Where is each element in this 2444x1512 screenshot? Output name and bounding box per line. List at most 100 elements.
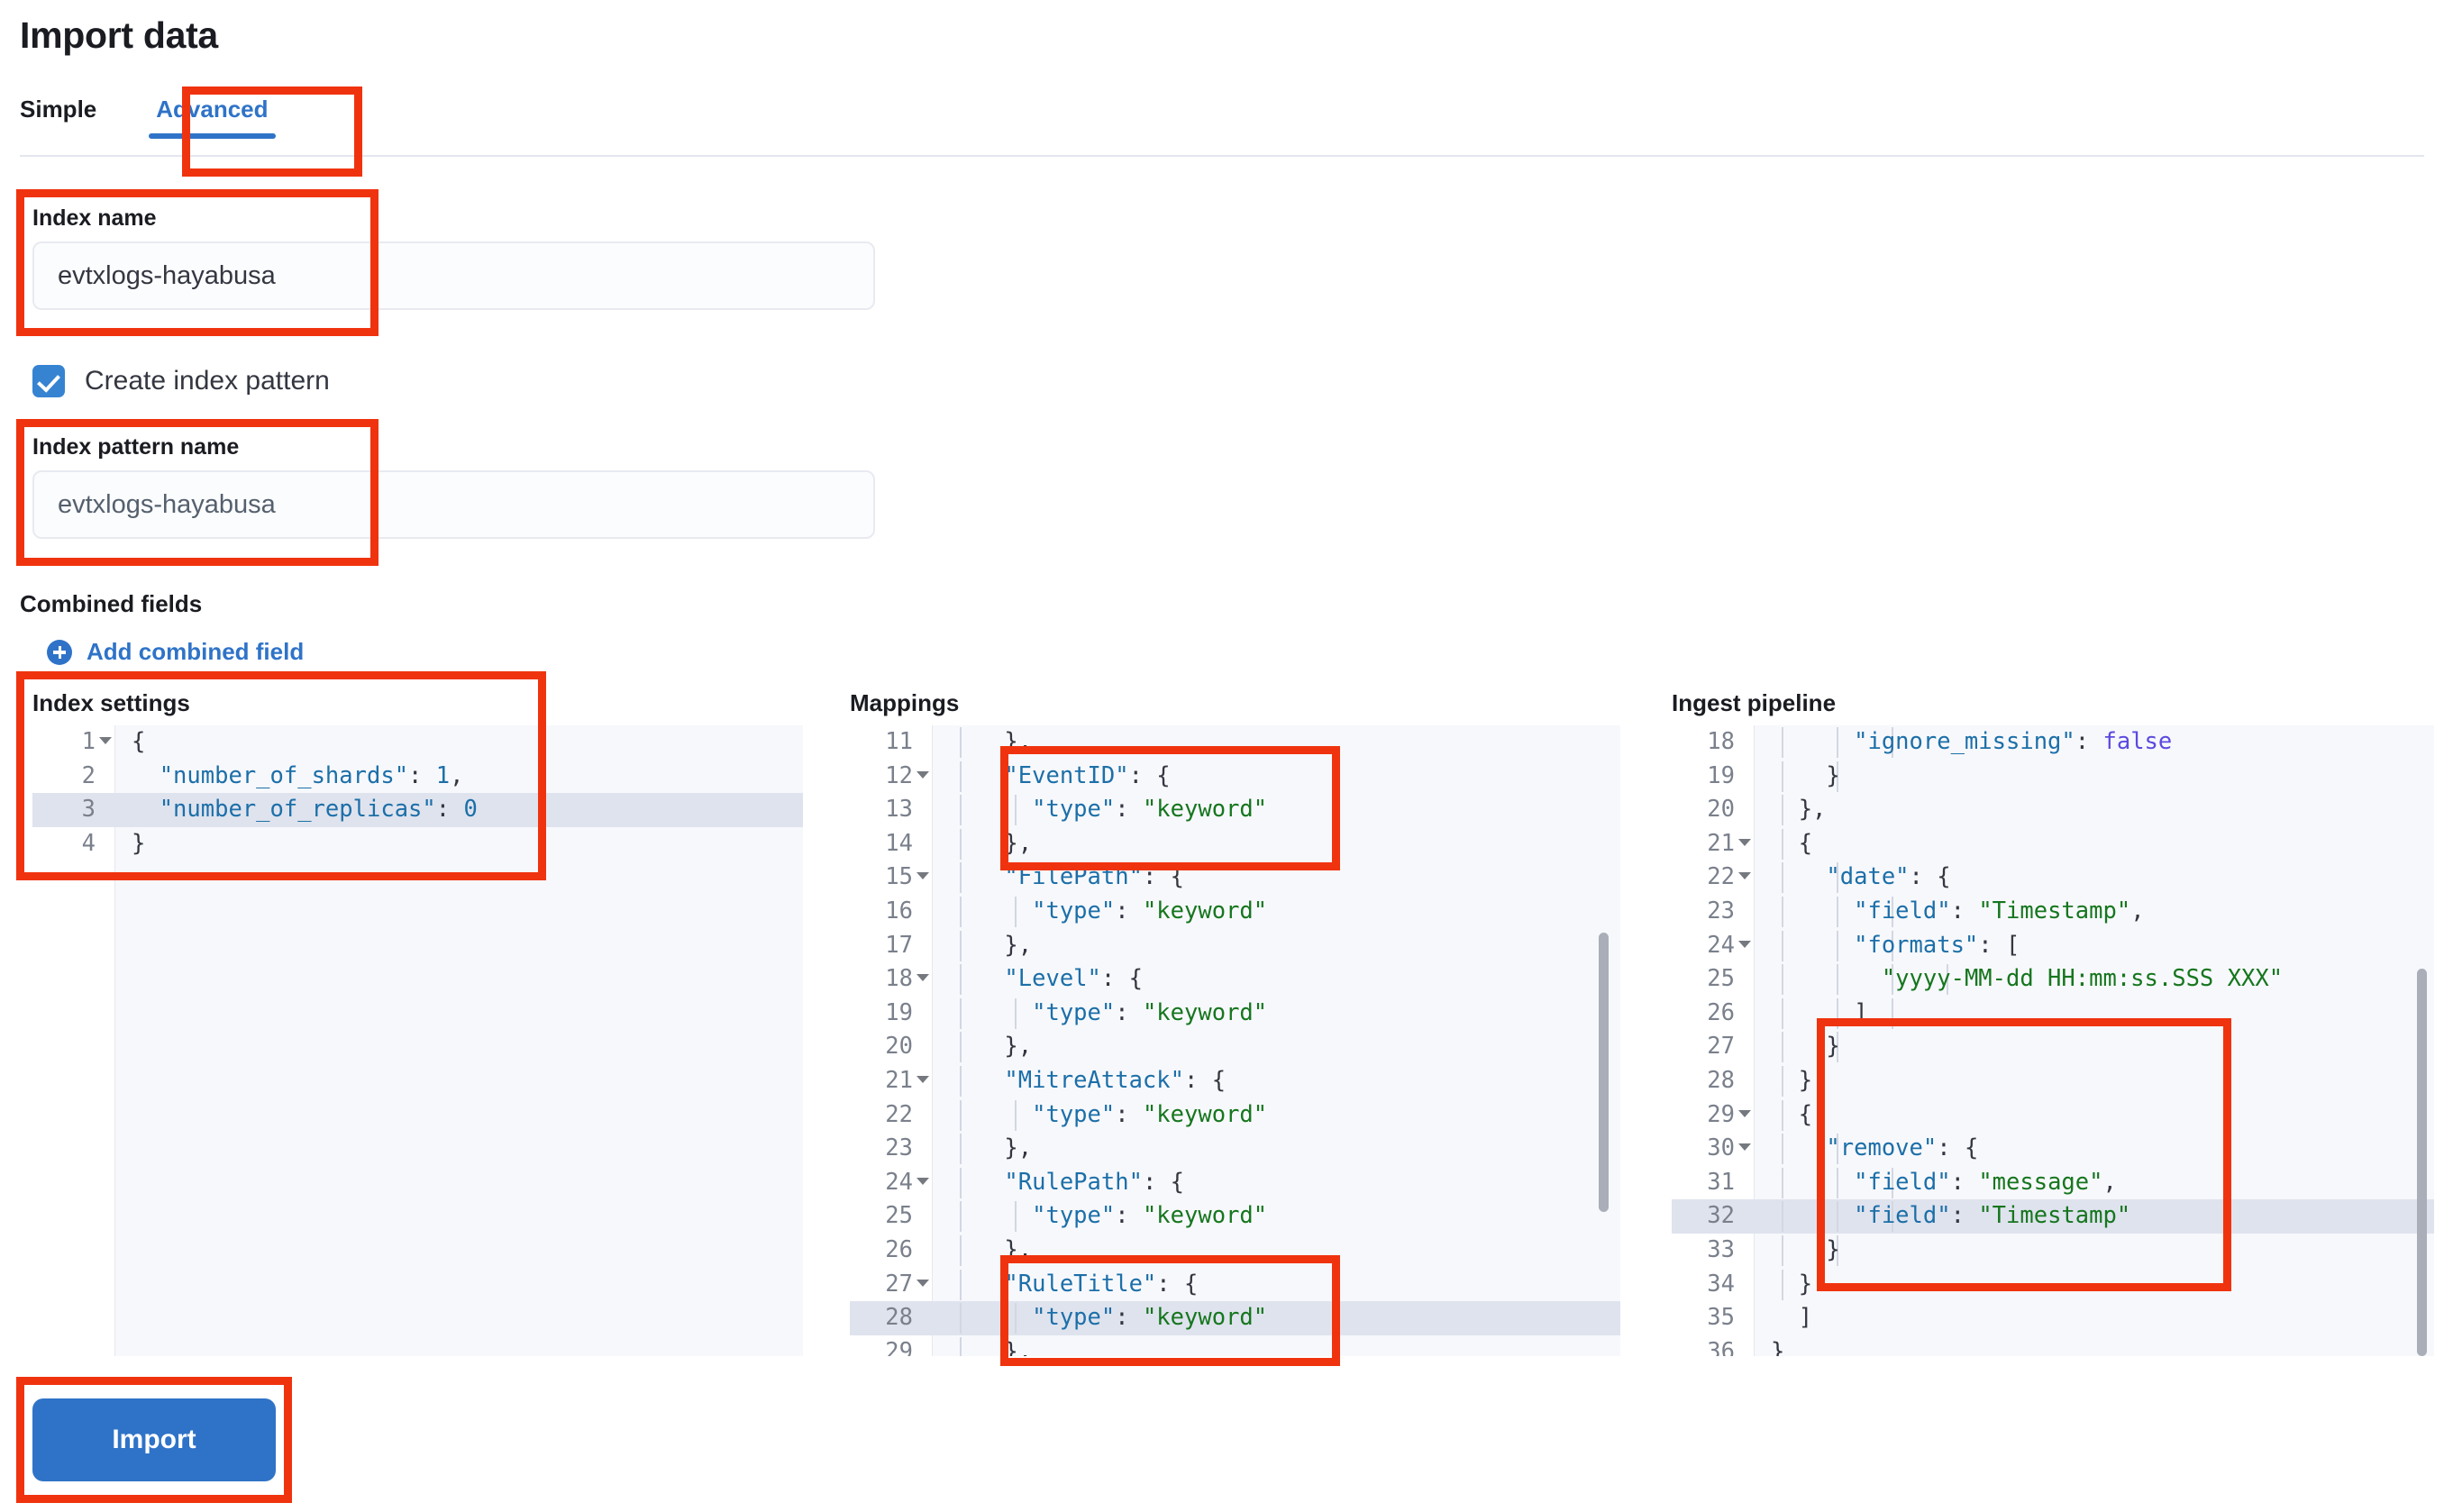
code-line: 2 "number_of_shards": 1, — [32, 760, 803, 794]
tab-simple[interactable]: Simple — [20, 96, 97, 123]
indent-guide — [1782, 828, 1783, 860]
fold-triangle-icon[interactable] — [916, 1177, 929, 1185]
line-number: 15 — [885, 863, 913, 891]
index-name-input[interactable]: evtxlogs-hayabusa — [32, 241, 875, 310]
code-line: 12 "EventID": { — [850, 760, 1620, 794]
indent-guide — [1782, 896, 1783, 927]
fold-triangle-icon[interactable] — [916, 1075, 929, 1083]
code-line: 27 } — [1672, 1030, 2434, 1064]
create-index-pattern-row[interactable]: Create index pattern — [32, 365, 330, 397]
fold-triangle-icon[interactable] — [916, 1279, 929, 1287]
fold-triangle-icon[interactable] — [916, 974, 929, 982]
code-text: "RuleTitle": { — [949, 1270, 1199, 1298]
code-text: "FilePath": { — [949, 863, 1184, 891]
checkbox-checked-icon[interactable] — [32, 365, 65, 397]
code-line: 3 "number_of_replicas": 0 — [32, 793, 803, 827]
index-pattern-name-input[interactable]: evtxlogs-hayabusa — [32, 470, 875, 539]
line-number: 25 — [1707, 965, 1735, 993]
code-line: 26 ] — [1672, 997, 2434, 1031]
index-settings-editor[interactable]: 1 {2 "number_of_shards": 1,3 "number_of_r… — [32, 725, 803, 1356]
code-text: { — [132, 728, 146, 755]
indent-guide — [1782, 1167, 1783, 1198]
line-number: 29 — [1707, 1100, 1735, 1128]
indent-guide — [1015, 1303, 1017, 1334]
fold-triangle-icon[interactable] — [1738, 872, 1751, 880]
fold-triangle-icon[interactable] — [1738, 1143, 1751, 1152]
code-line: 22 "type": "keyword" — [850, 1098, 1620, 1133]
code-text: "type": "keyword" — [949, 1304, 1268, 1332]
indent-guide — [1782, 997, 1783, 1029]
tab-bar: Simple Advanced — [20, 97, 288, 139]
indent-guide — [1892, 930, 1893, 961]
code-text: } — [1771, 1235, 1840, 1263]
line-number: 30 — [1707, 1134, 1735, 1162]
fold-triangle-icon[interactable] — [916, 770, 929, 779]
indent-guide — [1015, 997, 1017, 1029]
indent-guide — [1837, 964, 1838, 996]
line-number: 17 — [885, 931, 913, 959]
mappings-scrollbar[interactable] — [1599, 933, 1609, 1212]
code-line: 21 { — [1672, 827, 2434, 861]
indent-guide — [960, 727, 962, 758]
line-number: 23 — [885, 1134, 913, 1162]
code-line: 26 }, — [850, 1234, 1620, 1268]
line-number: 2 — [81, 761, 96, 789]
code-text: }, — [949, 728, 1033, 755]
indent-guide — [1782, 1065, 1783, 1097]
code-text: "ignore_missing": false — [1771, 728, 2173, 755]
line-number: 20 — [885, 1033, 913, 1061]
code-text: "type": "keyword" — [949, 1100, 1268, 1128]
line-number: 21 — [1707, 829, 1735, 857]
index-name-label: Index name — [32, 205, 157, 231]
code-line: 18 "ignore_missing": false — [1672, 725, 2434, 760]
gutter — [1672, 725, 1755, 1356]
code-line: 11 }, — [850, 725, 1620, 760]
add-combined-field-button[interactable]: Add combined field — [47, 638, 304, 666]
mappings-editor[interactable]: 11 },12 "EventID": {13 "type": "keyword"… — [850, 725, 1620, 1356]
line-number: 21 — [885, 1066, 913, 1094]
fold-triangle-icon[interactable] — [1738, 940, 1751, 948]
code-line: 31 "field": "message", — [1672, 1166, 2434, 1200]
index-pattern-name-label: Index pattern name — [32, 434, 240, 460]
code-line: 36} — [1672, 1335, 2434, 1356]
indent-guide — [1892, 896, 1893, 927]
ingest-pipeline-title: Ingest pipeline — [1672, 689, 1837, 716]
tab-advanced[interactable]: Advanced — [136, 97, 287, 139]
line-number: 26 — [885, 1235, 913, 1263]
page-title: Import data — [20, 14, 218, 56]
code-line: 20 }, — [850, 1030, 1620, 1064]
create-index-pattern-label: Create index pattern — [85, 366, 330, 396]
line-number: 1 — [81, 728, 96, 755]
code-line: 35 ] — [1672, 1301, 2434, 1335]
fold-triangle-icon[interactable] — [99, 737, 112, 744]
code-text: "MitreAttack": { — [949, 1066, 1227, 1094]
line-number: 13 — [885, 796, 913, 824]
indent-guide — [1837, 1201, 1838, 1233]
line-number: 27 — [885, 1270, 913, 1298]
indent-guide — [960, 1201, 962, 1233]
indent-guide — [960, 761, 962, 792]
indent-guide — [1782, 1234, 1783, 1266]
import-button[interactable]: Import — [32, 1398, 276, 1481]
code-line: 17 }, — [850, 929, 1620, 963]
indent-guide — [1837, 1134, 1838, 1165]
line-number: 36 — [1707, 1337, 1735, 1356]
fold-triangle-icon[interactable] — [1738, 1109, 1751, 1117]
code-line: 24 "RulePath": { — [850, 1166, 1620, 1200]
code-text: "formats": [ — [1771, 931, 2020, 959]
code-line: 18 "Level": { — [850, 962, 1620, 997]
code-text: } — [132, 829, 146, 857]
line-number: 12 — [885, 761, 913, 789]
line-number: 22 — [885, 1100, 913, 1128]
fold-triangle-icon[interactable] — [916, 872, 929, 880]
line-number: 27 — [1707, 1033, 1735, 1061]
ingest-pipeline-scrollbar[interactable] — [2417, 969, 2427, 1356]
code-text: }, — [1771, 1066, 1827, 1094]
fold-triangle-icon[interactable] — [1738, 838, 1751, 846]
line-number: 35 — [1707, 1304, 1735, 1332]
plus-circle-icon — [47, 639, 72, 665]
code-line: 4} — [32, 827, 803, 861]
code-line: 16 "type": "keyword" — [850, 895, 1620, 929]
code-line: 27 "RuleTitle": { — [850, 1268, 1620, 1302]
